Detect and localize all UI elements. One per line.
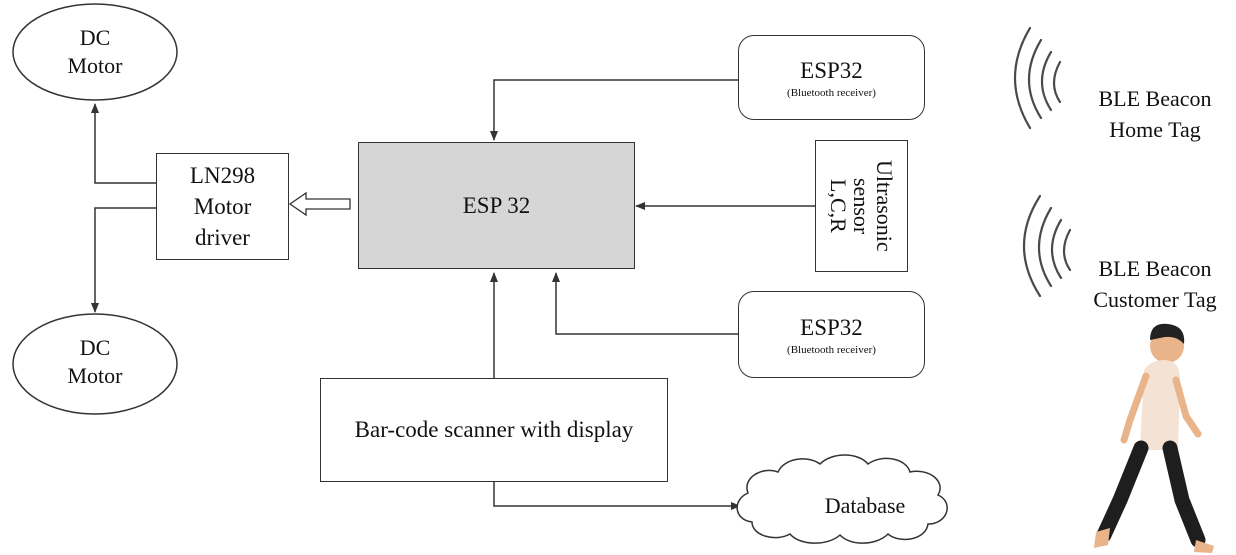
ble-signal-home-icon — [1014, 26, 1062, 130]
barcode-scanner-label: Bar-code scanner with display — [354, 417, 634, 443]
arrow-top-receiver-to-esp — [490, 79, 738, 141]
esp32-receiver-bottom-title: ESP32 — [800, 314, 863, 340]
ble-beacon-home-line2: Home Tag — [1109, 116, 1201, 142]
esp32-receiver-bottom-subtitle: (Bluetooth receiver) — [787, 343, 876, 356]
dc-motor-bottom-line1: DC — [79, 335, 111, 360]
ble-beacon-home-line1: BLE Beacon — [1098, 86, 1212, 111]
dc-motor-top-line2: Motor — [67, 52, 123, 78]
ultrasonic-line3: L,C,R — [825, 179, 851, 233]
ble-beacon-customer-label: BLE Beacon Customer Tag — [1080, 254, 1230, 316]
dc-motor-bottom-line2: Motor — [67, 362, 123, 388]
dc-motor-top-line1: DC — [79, 25, 111, 50]
ble-signal-customer-icon — [1023, 194, 1072, 298]
hollow-arrow-esp-to-driver — [288, 191, 351, 217]
dc-motor-top: DC Motor — [45, 24, 145, 79]
dc-motor-top-shape — [12, 3, 178, 101]
walking-person-icon — [1094, 323, 1214, 553]
arrow-driver-to-motor-bottom — [91, 207, 156, 313]
esp32-receiver-top-subtitle: (Bluetooth receiver) — [787, 86, 876, 99]
database-label: Database — [824, 493, 906, 518]
ultrasonic-sensor-label: Ultrasonic sensor L,C,R — [825, 160, 898, 252]
motor-driver-line3: driver — [195, 225, 250, 251]
arrow-driver-to-motor-top — [91, 103, 156, 184]
database-cloud-shape — [736, 454, 948, 544]
ble-beacon-home-label: BLE Beacon Home Tag — [1080, 84, 1230, 146]
motor-driver-line1: LN298 — [189, 162, 256, 188]
dc-motor-bottom-shape — [12, 313, 178, 415]
ultrasonic-line1: Ultrasonic — [872, 160, 898, 252]
ultrasonic-line2: sensor — [849, 177, 875, 235]
motor-driver-box: LN298 Motor driver — [156, 153, 289, 260]
motor-driver-line2: Motor — [193, 193, 252, 219]
esp32-main-box: ESP 32 — [358, 142, 635, 269]
arrow-bottom-receiver-to-esp — [552, 272, 738, 335]
barcode-scanner-box: Bar-code scanner with display — [320, 378, 668, 482]
dc-motor-bottom: DC Motor — [45, 334, 145, 389]
esp32-receiver-top-box: ESP32 (Bluetooth receiver) — [738, 35, 925, 120]
ultrasonic-sensor-box: Ultrasonic sensor L,C,R — [815, 140, 908, 272]
arrow-scanner-to-database — [493, 482, 741, 510]
esp32-receiver-bottom-box: ESP32 (Bluetooth receiver) — [738, 291, 925, 378]
ble-beacon-customer-line2: Customer Tag — [1093, 286, 1217, 312]
esp32-main-label: ESP 32 — [462, 192, 531, 218]
esp32-receiver-top-title: ESP32 — [800, 57, 863, 83]
ble-beacon-customer-line1: BLE Beacon — [1098, 256, 1212, 281]
